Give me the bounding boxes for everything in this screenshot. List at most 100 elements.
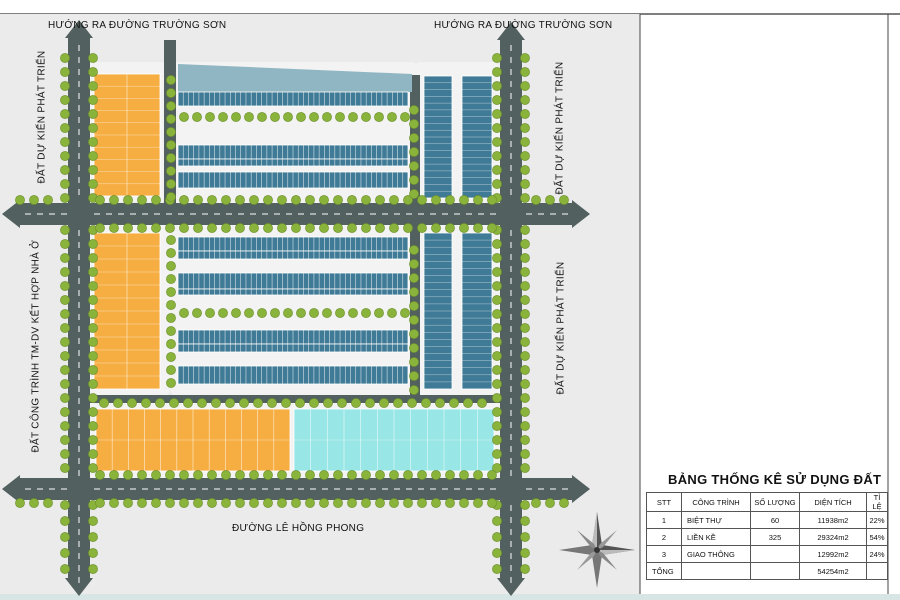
tree-icon: [60, 295, 70, 305]
tree-icon: [166, 339, 176, 349]
tree-icon: [374, 308, 384, 318]
tree-icon: [520, 435, 530, 445]
tree-icon: [88, 435, 98, 445]
tree-icon: [235, 195, 245, 205]
tree-icon: [319, 195, 329, 205]
area-label-left-top: ĐẤT DỰ KIẾN PHÁT TRIỂN: [36, 50, 48, 184]
sidewalk: [170, 222, 420, 398]
tree-icon: [166, 101, 176, 111]
tree-icon: [88, 95, 98, 105]
tree-icon: [417, 470, 427, 480]
tree-icon: [88, 532, 98, 542]
tree-icon: [60, 337, 70, 347]
cell-area: 12992m2: [799, 545, 867, 563]
tree-icon: [400, 308, 410, 318]
tree-icon: [123, 470, 133, 480]
area-label-right-top: ĐẤT DỰ KIẾN PHÁT TRIỂN: [554, 61, 566, 195]
area-label-right-bottom: ĐẤT DỰ KIẾN PHÁT TRIỂN: [555, 261, 567, 395]
tree-icon: [60, 393, 70, 403]
townhouse-strip-light: [178, 64, 412, 92]
tree-icon: [88, 295, 98, 305]
tree-icon: [492, 516, 502, 526]
tree-icon: [60, 407, 70, 417]
tree-icon: [417, 195, 427, 205]
tree-icon: [235, 223, 245, 233]
tree-icon: [361, 112, 371, 122]
tree-icon: [221, 195, 231, 205]
tree-icon: [225, 398, 235, 408]
tree-icon: [409, 301, 419, 311]
tree-icon: [520, 109, 530, 119]
tree-icon: [60, 365, 70, 375]
tree-icon: [520, 337, 530, 347]
tree-icon: [459, 223, 469, 233]
compass-rose-icon: [559, 512, 635, 588]
tree-icon: [319, 498, 329, 508]
tree-icon: [492, 53, 502, 63]
road-end-arrow: [572, 475, 590, 503]
tree-icon: [60, 564, 70, 574]
tree-icon: [365, 398, 375, 408]
cell-stt: 2: [646, 528, 682, 546]
tree-icon: [88, 165, 98, 175]
tree-icon: [296, 112, 306, 122]
tree-icon: [291, 498, 301, 508]
tree-icon: [60, 225, 70, 235]
tree-icon: [193, 223, 203, 233]
tree-icon: [88, 239, 98, 249]
tree-icon: [492, 253, 502, 263]
cell-qty: 325: [750, 528, 800, 546]
tree-icon: [88, 53, 98, 63]
tree-icon: [296, 308, 306, 318]
tree-icon: [197, 398, 207, 408]
tree-icon: [88, 253, 98, 263]
tree-icon: [249, 195, 259, 205]
tree-icon: [375, 195, 385, 205]
road-end-arrow: [65, 578, 93, 596]
tree-icon: [409, 161, 419, 171]
tree-icon: [179, 195, 189, 205]
tree-icon: [435, 398, 445, 408]
tree-icon: [431, 470, 441, 480]
cell-stt: 1: [646, 511, 682, 529]
tree-icon: [123, 498, 133, 508]
table-row: 3 GIAO THÔNG 12992m2 24%: [646, 545, 888, 563]
cell-name: BIỆT THỰ: [681, 511, 751, 529]
tree-icon: [249, 498, 259, 508]
tree-icon: [99, 398, 109, 408]
tree-icon: [207, 470, 217, 480]
tree-icon: [88, 379, 98, 389]
tree-icon: [473, 470, 483, 480]
cell-total-label: TỔNG: [646, 562, 682, 580]
tree-icon: [409, 357, 419, 367]
tree-icon: [492, 295, 502, 305]
tree-icon: [520, 81, 530, 91]
tree-icon: [60, 548, 70, 558]
table-row: 1 BIỆT THỰ 60 11938m2 22%: [646, 511, 888, 529]
tree-icon: [389, 498, 399, 508]
cell-area: 29324m2: [799, 528, 867, 546]
tree-icon: [492, 351, 502, 361]
tree-icon: [477, 398, 487, 408]
tree-icon: [409, 175, 419, 185]
tree-icon: [88, 407, 98, 417]
tree-icon: [123, 223, 133, 233]
tree-icon: [60, 53, 70, 63]
tree-icon: [492, 564, 502, 574]
tree-icon: [347, 223, 357, 233]
tree-icon: [166, 88, 176, 98]
tree-icon: [445, 195, 455, 205]
tree-icon: [257, 308, 267, 318]
tree-icon: [492, 365, 502, 375]
road-label-top-left: HƯỚNG RA ĐƯỜNG TRƯỜNG SƠN: [48, 20, 227, 31]
tree-icon: [155, 398, 165, 408]
tree-icon: [492, 393, 502, 403]
tree-icon: [492, 435, 502, 445]
tree-icon: [520, 323, 530, 333]
tree-icon: [348, 112, 358, 122]
tree-icon: [520, 421, 530, 431]
tree-icon: [277, 195, 287, 205]
tree-icon: [361, 308, 371, 318]
tree-icon: [333, 195, 343, 205]
tree-icon: [127, 398, 137, 408]
